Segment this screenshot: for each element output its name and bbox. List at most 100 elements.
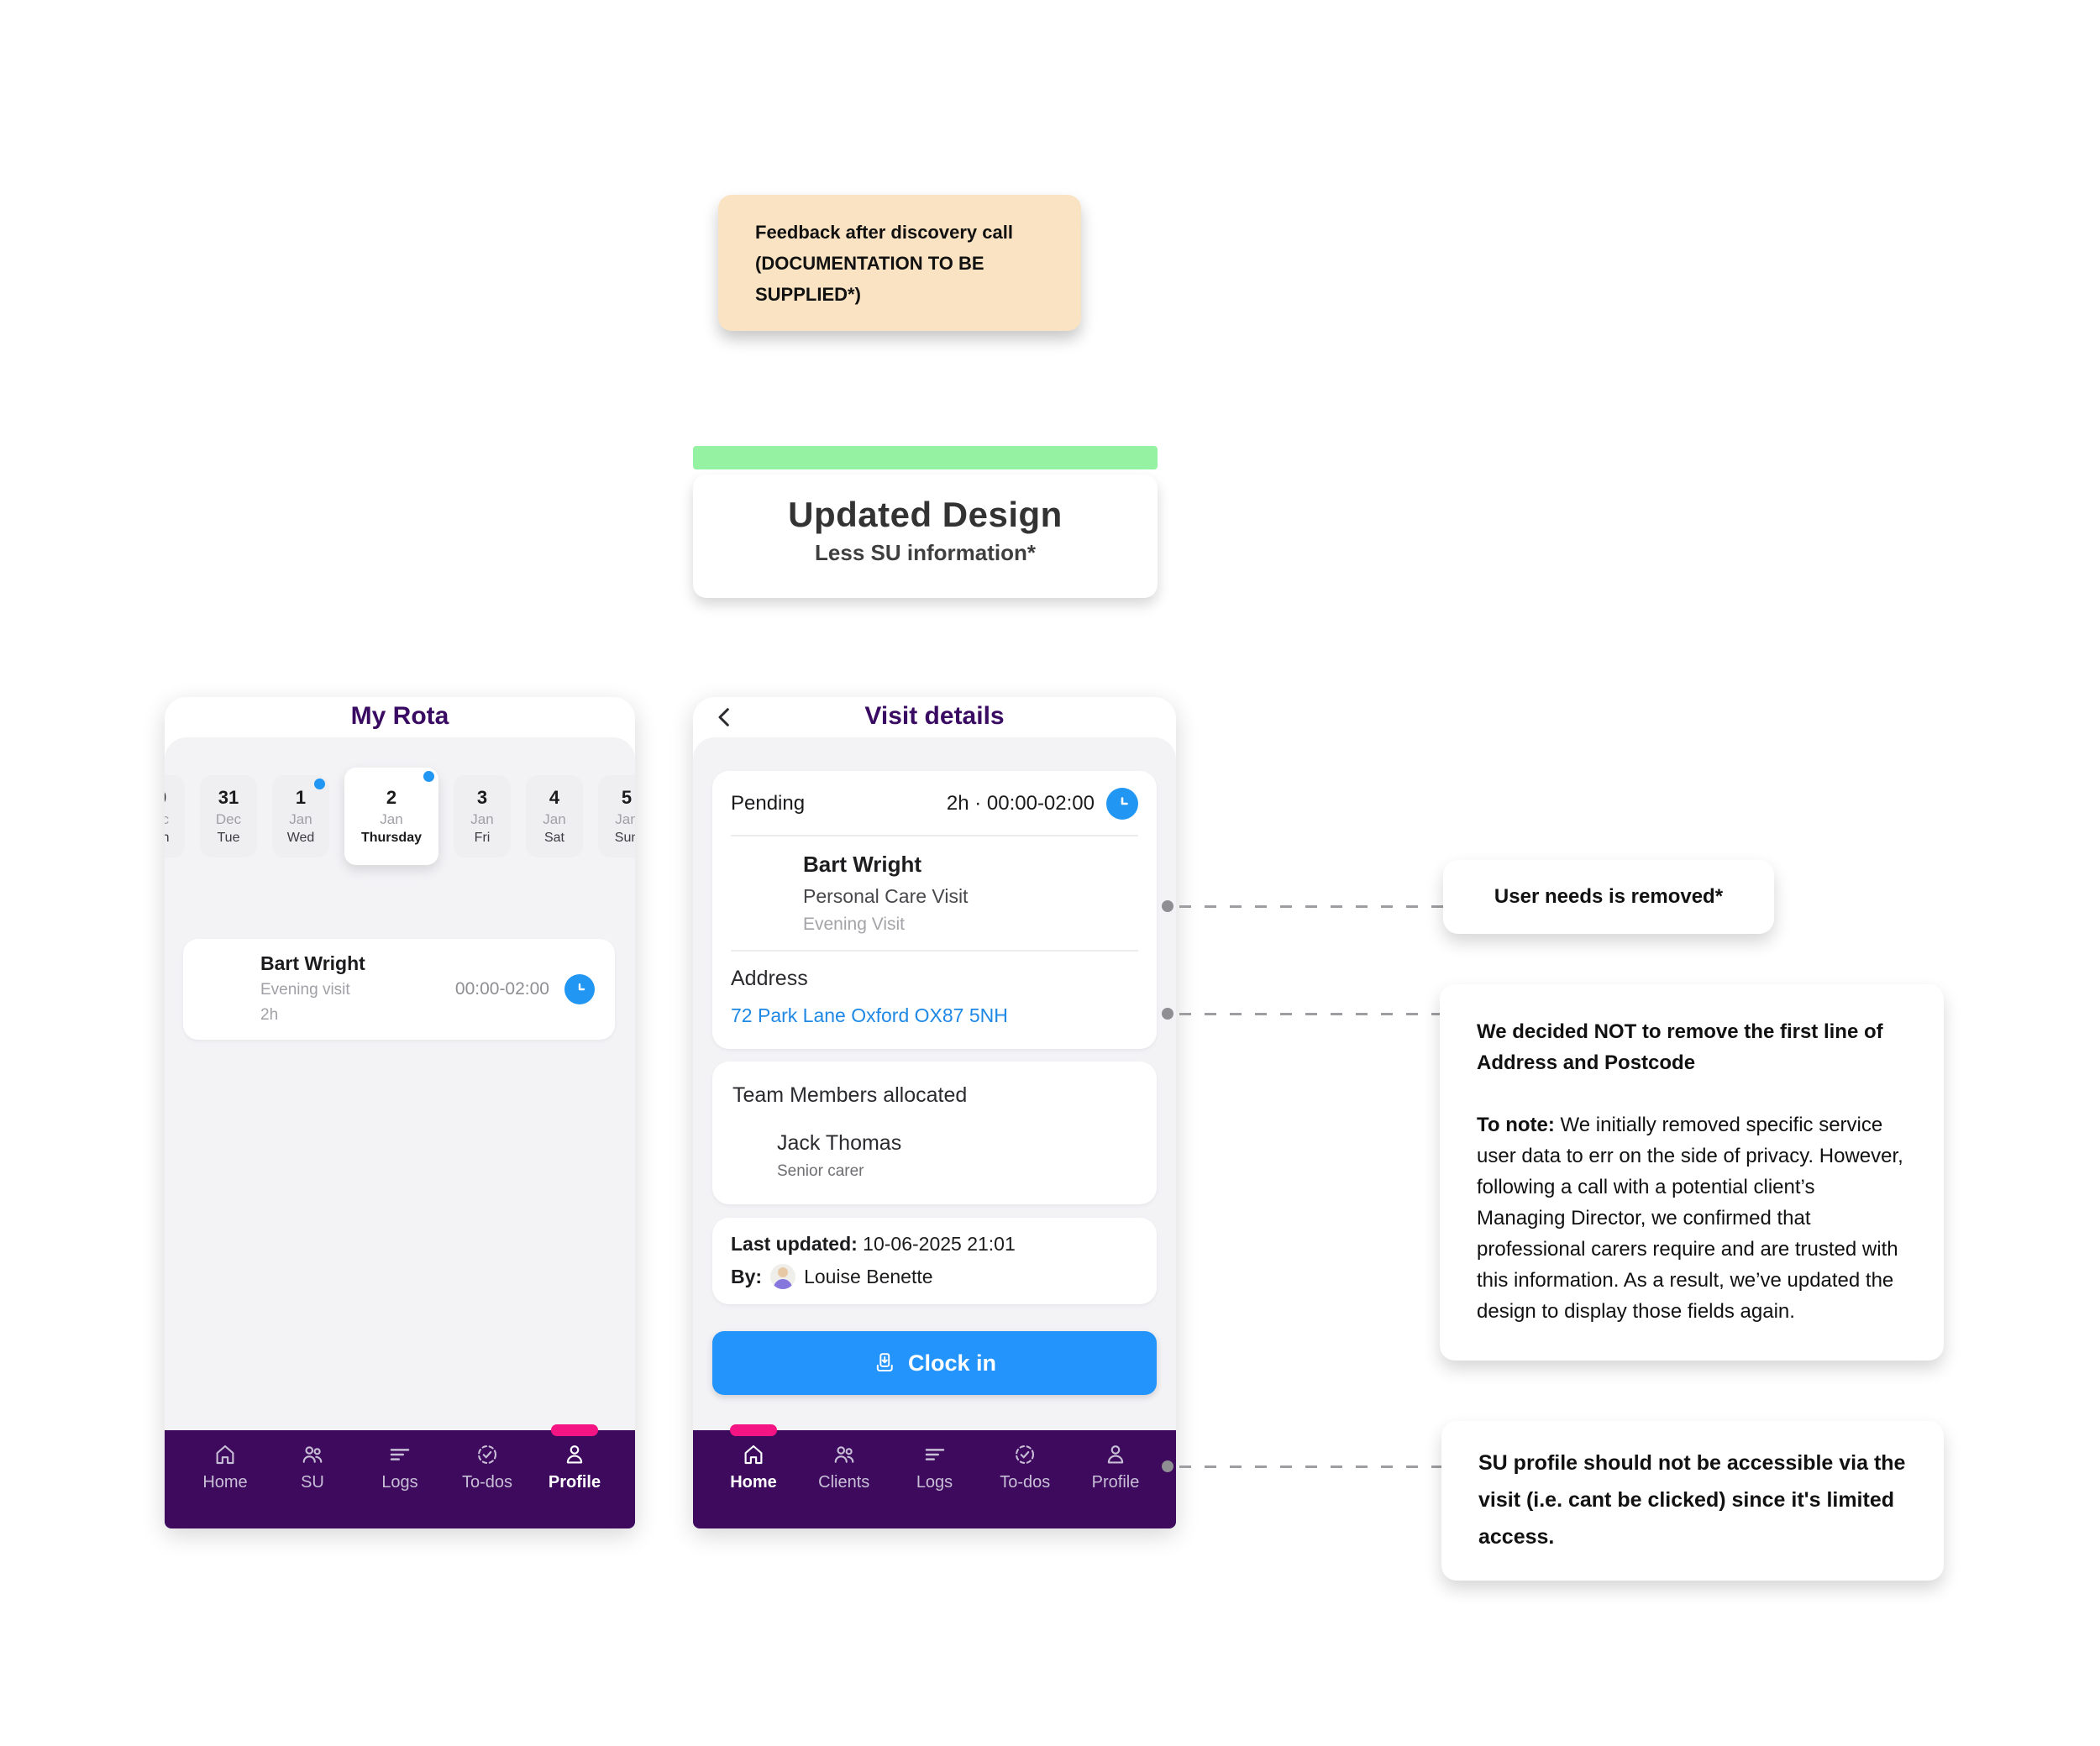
duration-time: 2h · 00:00-02:00 <box>946 792 1095 815</box>
address-link[interactable]: 72 Park Lane Oxford OX87 5NH <box>731 1004 1008 1026</box>
clock-icon <box>564 974 595 1004</box>
visit-list-item[interactable]: Bart Wright Evening visit 2h 00:00-02:00 <box>183 939 615 1040</box>
date-day: 4 <box>549 787 560 808</box>
annotation-su-profile: SU profile should not be accessible via … <box>1441 1421 1944 1581</box>
visit-bottom-nav: Home Clients Logs To-dos <box>693 1424 1176 1528</box>
visit-header: Visit details <box>693 697 1176 737</box>
by-label: By: <box>731 1265 763 1287</box>
nav-item-logs[interactable]: Logs <box>373 1442 427 1528</box>
rota-header: My Rota <box>165 697 635 737</box>
people-icon <box>832 1442 857 1467</box>
avatar <box>770 1264 796 1289</box>
logs-icon <box>387 1442 412 1467</box>
date-month: Dec <box>215 811 242 827</box>
design-subtitle: Less SU information* <box>815 540 1036 565</box>
status-badge: Pending <box>731 792 806 815</box>
nav-label: To-dos <box>1000 1473 1051 1492</box>
team-member-item: Jack Thomas Senior carer <box>777 1131 1137 1181</box>
address-label: Address <box>731 967 808 990</box>
date-weekday: Mon <box>165 831 170 845</box>
date-weekday: Wed <box>286 831 315 845</box>
profile-icon <box>562 1442 587 1467</box>
annotation-address-decision: We decided NOT to remove the first line … <box>1440 984 1944 1361</box>
annotation-note-label: To note: <box>1477 1114 1555 1136</box>
date-cell[interactable]: 1 Jan Wed <box>272 775 329 857</box>
nav-label: Logs <box>916 1473 953 1492</box>
clock-in-button[interactable]: Clock in <box>712 1331 1157 1395</box>
date-cell[interactable]: 31 Dec Tue <box>200 775 257 857</box>
profile-icon <box>1103 1442 1128 1467</box>
date-weekday: Fri <box>474 831 491 845</box>
visit-time: 00:00-02:00 <box>454 979 549 999</box>
nav-label: Home <box>202 1473 248 1492</box>
date-month: Jan <box>615 811 635 827</box>
nav-label: Home <box>730 1473 777 1492</box>
rota-title: My Rota <box>350 702 449 730</box>
team-members-label: Team Members allocated <box>732 1083 968 1107</box>
date-cell-selected[interactable]: 2 Jan Thursday <box>344 768 438 865</box>
date-cell[interactable]: 4 Jan Sat <box>526 775 583 857</box>
status-strip <box>693 446 1158 469</box>
date-cell[interactable]: 5 Jan Sun <box>598 775 635 857</box>
clock-in-label: Clock in <box>907 1350 997 1376</box>
nav-item-home[interactable]: Home <box>198 1442 252 1528</box>
visit-summary-card: Pending 2h · 00:00-02:00 Bart Wright Per… <box>712 771 1157 1049</box>
date-month: Jan <box>380 811 403 827</box>
clock-in-icon <box>876 1353 893 1371</box>
team-member-role: Senior carer <box>777 1162 864 1180</box>
design-title-card: Updated Design Less SU information* <box>693 475 1158 598</box>
annotation-user-needs: User needs is removed* <box>1443 860 1774 934</box>
nav-label: To-dos <box>461 1473 513 1492</box>
last-updated-value: 10-06-2025 21:01 <box>857 1233 1016 1255</box>
team-member-name: Jack Thomas <box>777 1131 902 1155</box>
nav-item-profile[interactable]: Profile <box>548 1424 601 1528</box>
date-cell[interactable]: 30 Dec Mon <box>165 775 185 857</box>
divider <box>731 835 1138 836</box>
date-weekday: Thursday <box>360 831 422 845</box>
nav-item-todos[interactable]: To-dos <box>460 1442 514 1528</box>
date-month: Jan <box>543 811 566 827</box>
last-updated-label: Last updated: <box>731 1233 858 1255</box>
people-icon <box>300 1442 325 1467</box>
date-month: Dec <box>165 811 170 827</box>
date-cell[interactable]: 3 Jan Fri <box>454 775 511 857</box>
nav-item-su[interactable]: SU <box>286 1442 339 1528</box>
active-tab-indicator <box>730 1424 777 1436</box>
rota-bottom-nav: Home SU Logs To-dos <box>165 1424 635 1528</box>
date-month: Jan <box>289 811 312 827</box>
date-month: Jan <box>470 811 494 827</box>
annotation-text: SU profile should not be accessible via … <box>1478 1451 1906 1549</box>
last-updated-card: Last updated: 10-06-2025 21:01 By: Louis… <box>712 1218 1157 1304</box>
notification-dot <box>423 771 434 782</box>
active-tab-indicator <box>551 1424 598 1436</box>
team-members-card: Team Members allocated Jack Thomas Senio… <box>712 1062 1157 1204</box>
logs-icon <box>922 1442 948 1467</box>
nav-label: Profile <box>548 1473 601 1492</box>
nav-label: SU <box>301 1473 324 1492</box>
nav-item-clients[interactable]: Clients <box>817 1442 871 1528</box>
nav-item-profile[interactable]: Profile <box>1089 1442 1142 1528</box>
nav-item-logs[interactable]: Logs <box>908 1442 962 1528</box>
visit-type: Personal Care Visit <box>803 885 969 907</box>
back-chevron-icon[interactable] <box>711 704 738 731</box>
visit-title: Visit details <box>864 702 1005 730</box>
date-carousel[interactable]: 30 Dec Mon 31 Dec Tue 1 Jan Wed 2 <box>165 768 635 865</box>
date-day: 31 <box>218 787 239 808</box>
rota-screen: My Rota 30 Dec Mon 31 Dec Tue 1 Jan <box>165 697 635 1528</box>
visit-type: Evening visit <box>260 981 350 999</box>
date-day: 30 <box>165 787 166 809</box>
sticky-note-text: Feedback after discovery call (DOCUMENTA… <box>755 222 1013 305</box>
nav-item-home[interactable]: Home <box>727 1424 780 1528</box>
client-name: Bart Wright <box>803 852 922 877</box>
divider <box>731 950 1138 952</box>
connector-line <box>1162 1008 1445 1020</box>
date-weekday: Sun <box>614 831 635 845</box>
nav-label: Profile <box>1091 1473 1140 1492</box>
clock-icon <box>1106 788 1138 820</box>
annotation-text: User needs is removed* <box>1494 885 1724 908</box>
design-title: Updated Design <box>788 495 1063 534</box>
nav-item-todos[interactable]: To-dos <box>998 1442 1052 1528</box>
date-day: 3 <box>476 787 488 808</box>
date-weekday: Tue <box>217 831 240 845</box>
